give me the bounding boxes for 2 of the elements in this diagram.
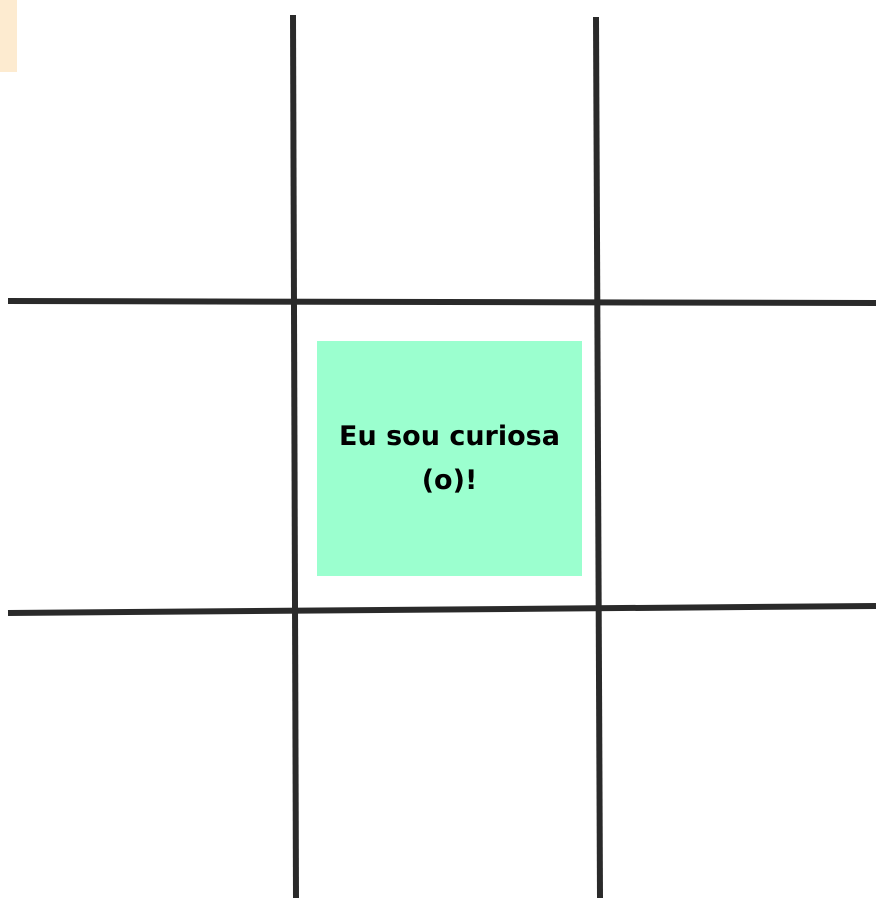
note-text: Eu sou curiosa (o)! bbox=[338, 420, 561, 498]
note-box bbox=[317, 341, 582, 576]
